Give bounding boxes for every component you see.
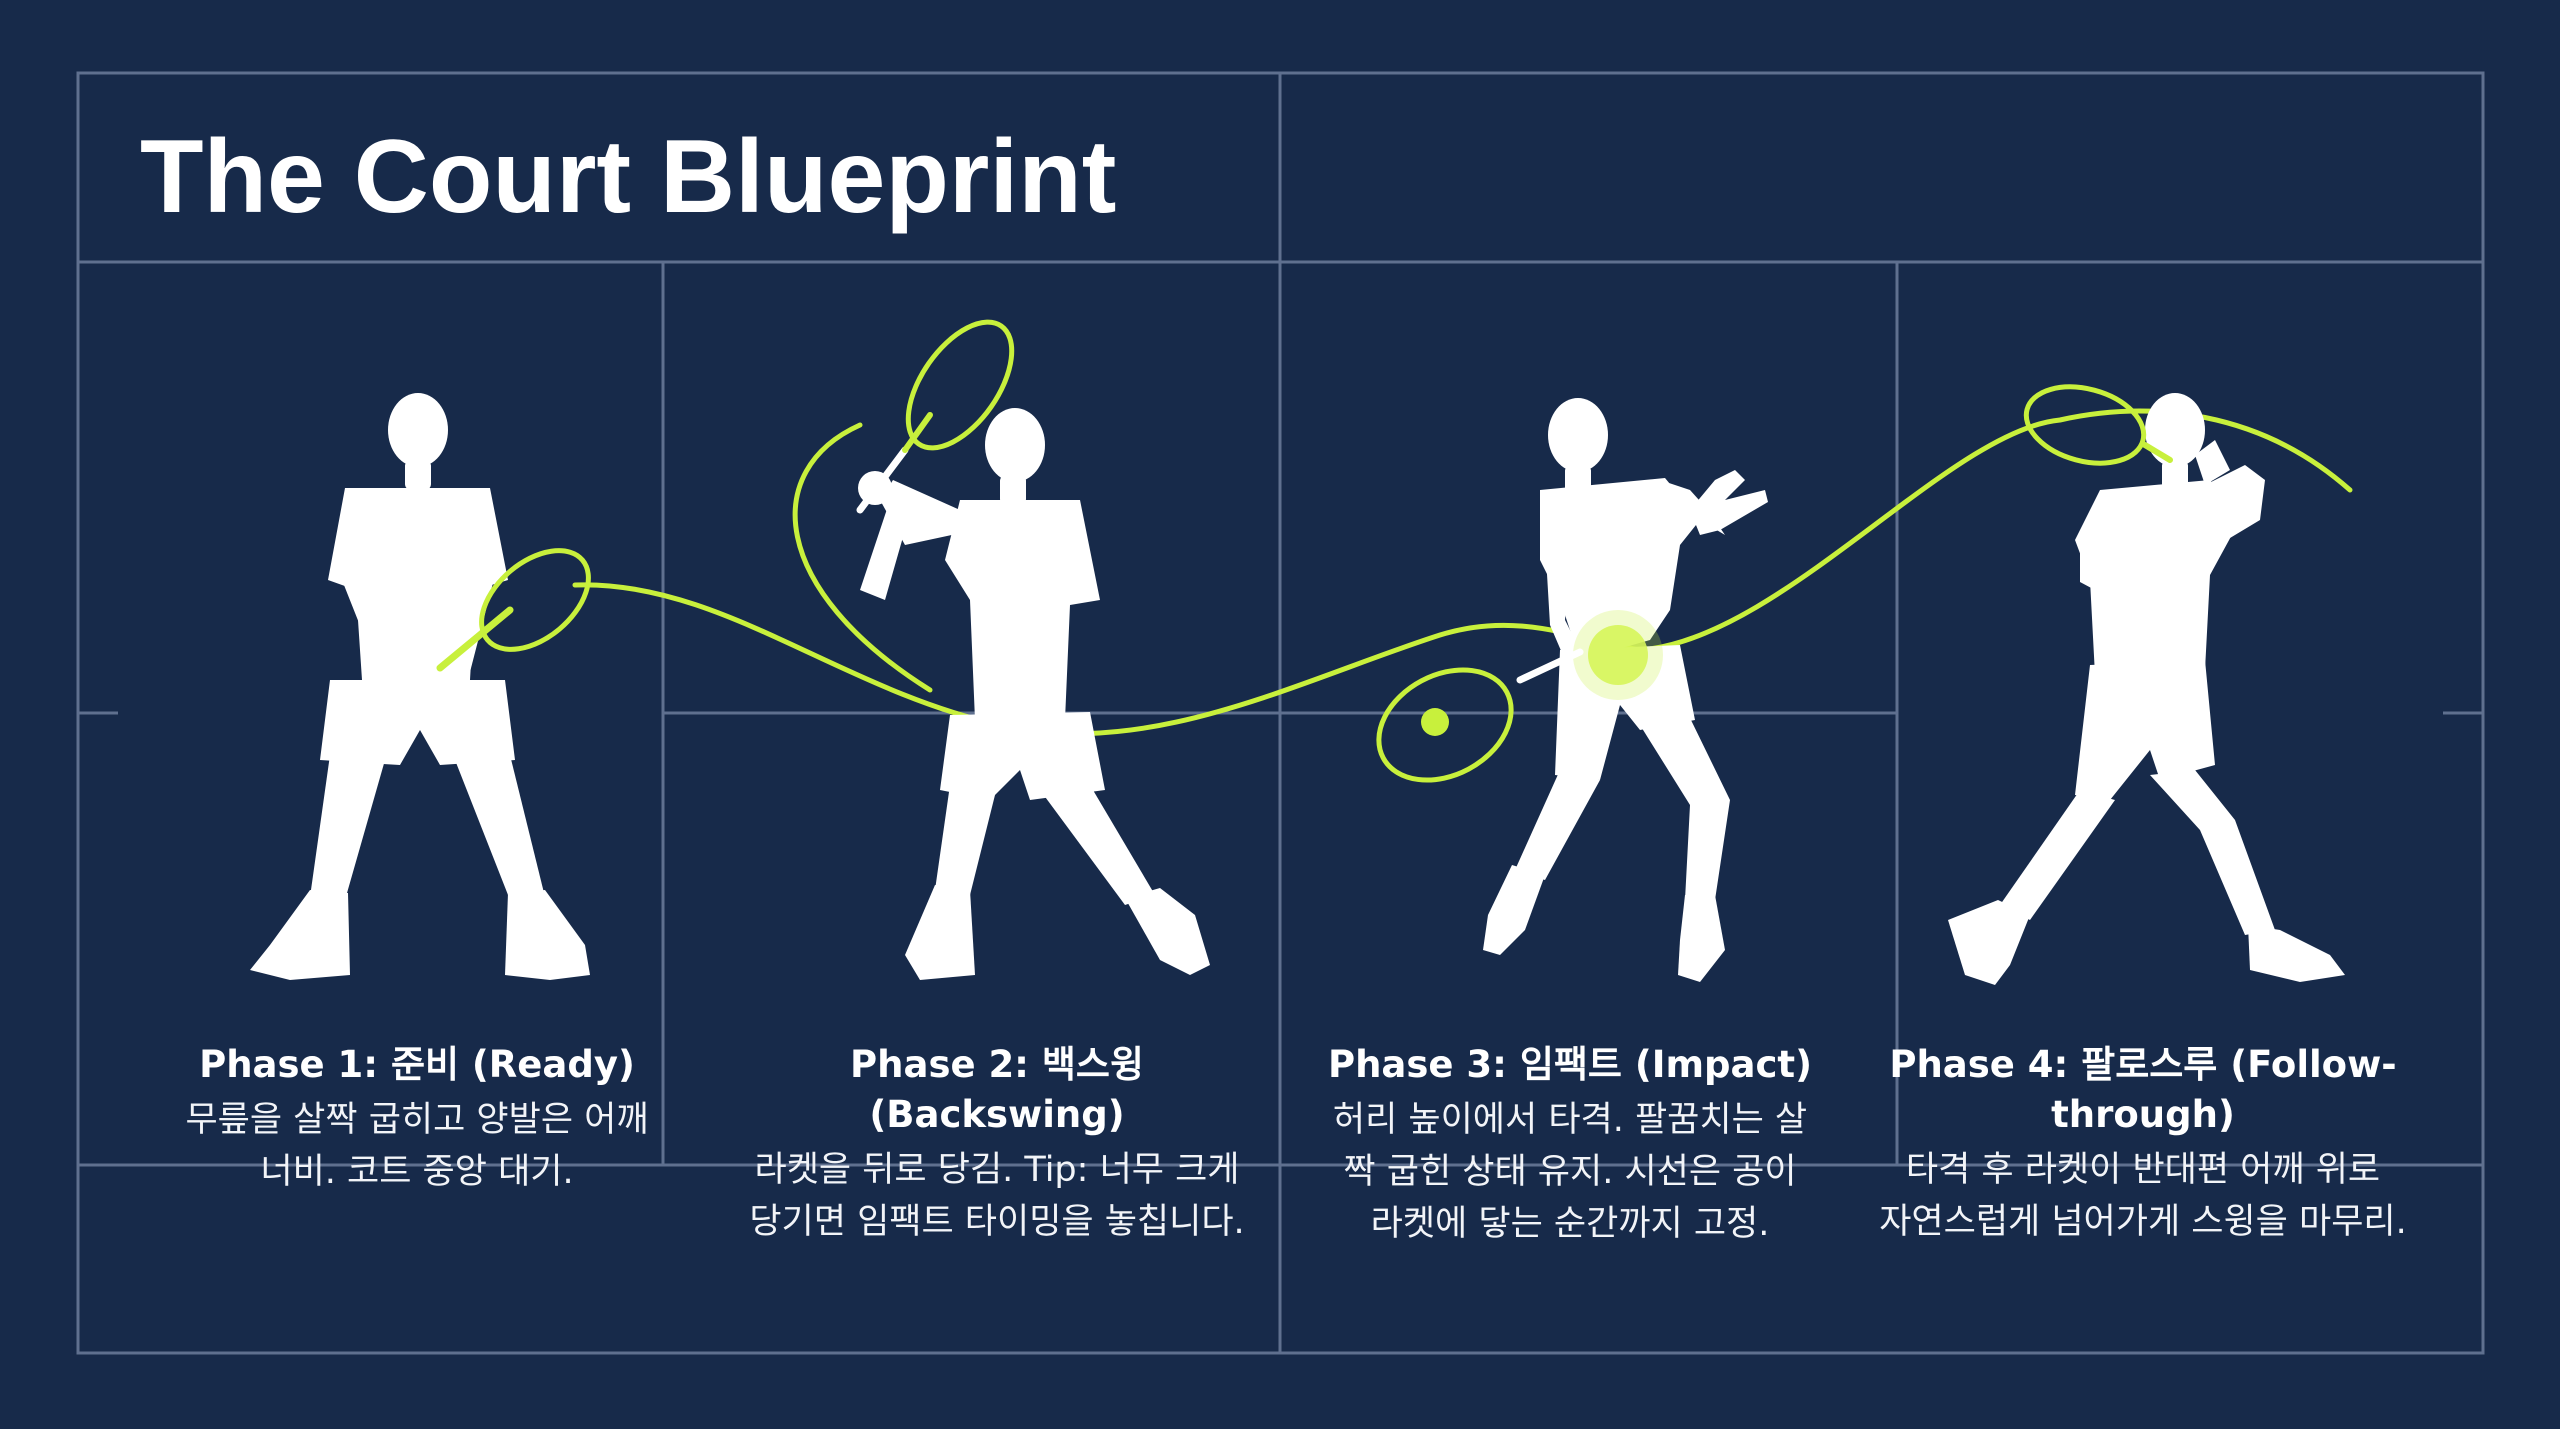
racket-ready-icon	[436, 548, 591, 672]
backswing-arc-line	[792, 422, 933, 693]
phase-2-description: 라켓을 뒤로 당김. Tip: 너무 크게 당기면 임팩트 타이밍을 놓칩니다.	[717, 1144, 1277, 1248]
phase-3-desc-line: 허리 높이에서 타격. 팔꿈치는 살	[1332, 1100, 1808, 1140]
phase-4-caption: Phase 4: 팔로스루 (Follow- through) 타격 후 라켓이…	[1863, 1040, 2423, 1248]
phase-1-desc-line: 무릎을 살짝 굽히고 양발은 어깨	[185, 1100, 649, 1140]
phase-3-caption: Phase 3: 임팩트 (Impact) 허리 높이에서 타격. 팔꿈치는 살…	[1290, 1040, 1850, 1250]
phase-1-caption: Phase 1: 준비 (Ready) 무릎을 살짝 굽히고 양발은 어깨 너비…	[137, 1040, 697, 1198]
tennis-ball-icon	[1421, 708, 1449, 736]
phase-2-desc-line: 라켓을 뒤로 당김. Tip: 너무 크게	[754, 1150, 1240, 1190]
player-backswing-figure	[858, 408, 1210, 980]
phase-4-title: Phase 4: 팔로스루 (Follow- through)	[1863, 1040, 2423, 1140]
phase-3-description: 허리 높이에서 타격. 팔꿈치는 살 짝 굽힌 상태 유지. 시선은 공이 라켓…	[1290, 1094, 1850, 1250]
swing-path-line	[572, 408, 2353, 737]
impact-glow	[1573, 610, 1663, 700]
phase-4-description: 타격 후 라켓이 반대편 어깨 위로 자연스럽게 넘어가게 스윙을 마무리.	[1863, 1144, 2423, 1248]
phase-2-caption: Phase 2: 백스윙 (Backswing) 라켓을 뒤로 당김. Tip:…	[717, 1040, 1277, 1248]
phase-2-desc-line: 당기면 임팩트 타이밍을 놓칩니다.	[749, 1202, 1245, 1242]
racket-follow-through-icon	[2023, 384, 2173, 466]
player-ready-figure	[250, 393, 590, 980]
phase-1-title: Phase 1: 준비 (Ready)	[199, 1043, 635, 1086]
phase-1-desc-line: 너비. 코트 중앙 대기.	[260, 1152, 574, 1192]
phase-2-title: Phase 2: 백스윙 (Backswing)	[850, 1043, 1144, 1136]
phase-3-desc-line: 라켓에 닿는 순간까지 고정.	[1370, 1204, 1770, 1244]
phase-4-desc-line: 타격 후 라켓이 반대편 어깨 위로	[1905, 1150, 2381, 1190]
player-follow-through-figure	[1948, 393, 2345, 985]
page-title: The Court Blueprint	[140, 119, 1117, 235]
racket-impact-icon	[1376, 648, 1584, 783]
racket-backswing-icon	[856, 319, 1015, 514]
phase-3-desc-line: 짝 굽힌 상태 유지. 시선은 공이	[1343, 1152, 1797, 1192]
phase-1-description: 무릎을 살짝 굽히고 양발은 어깨 너비. 코트 중앙 대기.	[137, 1094, 697, 1198]
phase-3-title: Phase 3: 임팩트 (Impact)	[1327, 1043, 1813, 1086]
phase-4-title-line: through)	[2051, 1093, 2235, 1136]
player-impact-figure	[1483, 398, 1768, 982]
phase-4-desc-line: 자연스럽게 넘어가게 스윙을 마무리.	[1879, 1202, 2407, 1242]
phase-4-title-line: Phase 4: 팔로스루 (Follow-	[1889, 1043, 2397, 1086]
